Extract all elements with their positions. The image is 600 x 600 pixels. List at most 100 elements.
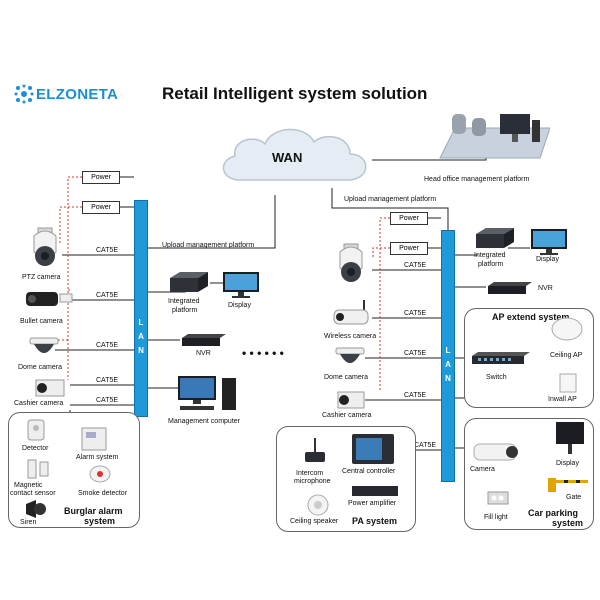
left-cable-label-2: CAT5E [96, 292, 119, 299]
integrated-platform-right-label-1: Integrated [474, 252, 506, 259]
left-cable-label-5: CAT5E [96, 397, 119, 404]
left-lan-letter-n: N [138, 346, 144, 355]
intercom-label-1: Intercom [296, 470, 324, 477]
upload-label-right: Upload management platform [344, 196, 437, 203]
central-controller-icon [352, 434, 394, 464]
detector-label: Detector [22, 445, 49, 452]
dome-camera-right-label: Dome camera [324, 374, 368, 381]
fill-light-icon [487, 491, 509, 505]
right-cable-label-3: CAT5E [404, 350, 427, 357]
ptz-camera-right-icon [339, 243, 363, 282]
right-lan-letter-a: A [445, 360, 451, 369]
right-lan-bar [441, 230, 455, 482]
ptz-camera-icon [33, 227, 57, 266]
integrated-platform-label-1: Integrated [168, 298, 200, 305]
parking-camera-label: Camera [470, 466, 495, 473]
dome-camera-right-icon [335, 347, 365, 363]
intercom-label-2: microphone [294, 478, 331, 485]
switch-label: Switch [486, 374, 507, 381]
left-cable-label-1: CAT5E [96, 247, 119, 254]
dome-camera-label: Dome camera [18, 364, 62, 371]
parking-camera-icon [473, 443, 518, 461]
display-right-label: Display [536, 256, 559, 263]
ap-extend-title: AP extend system [492, 312, 570, 322]
inwall-ap-icon [559, 373, 577, 393]
right-cable-label-5: CAT5E [414, 442, 437, 449]
magnetic-sensor-icon [27, 459, 49, 479]
integrated-platform-right-icon [476, 228, 514, 248]
nvr-icon [182, 334, 226, 346]
display-monitor-icon [223, 272, 259, 298]
cashier-camera-right-icon [337, 391, 365, 409]
nvr-label: NVR [196, 350, 211, 357]
right-lan-letter-l: L [445, 346, 451, 355]
ceiling-ap-icon [551, 317, 583, 341]
left-lan-letter-l: L [138, 318, 144, 327]
parking-display-icon [556, 422, 584, 454]
intercom-microphone-icon [305, 438, 325, 462]
display-label: Display [228, 302, 251, 309]
right-cable-label-1: CAT5E [404, 262, 427, 269]
burglar-title-1: Burglar alarm [64, 506, 123, 516]
left-power-box-1: Power [82, 171, 120, 184]
nvr-right-icon [488, 282, 532, 294]
management-computer-icon [178, 376, 236, 410]
right-lan-letter-n: N [445, 374, 451, 383]
ceiling-speaker-label: Ceiling speaker [290, 518, 339, 525]
detector-icon [27, 419, 45, 441]
bullet-camera-icon [26, 292, 73, 306]
left-power-box-2: Power [82, 201, 120, 214]
integrated-platform-right-label-2: platform [478, 261, 504, 268]
management-computer-label: Management computer [168, 418, 240, 425]
left-cable-label-3: CAT5E [96, 342, 119, 349]
ellipsis-dots: • • • • • • [242, 346, 284, 360]
smoke-detector-icon [89, 465, 111, 483]
integrated-platform-label-2: platform [172, 307, 198, 314]
brand-logo-icon [14, 84, 34, 104]
upload-label-left: Upload management platform [162, 242, 255, 249]
cashier-camera-right-label: Cashier camera [322, 412, 372, 419]
left-cable-label-4: CAT5E [96, 377, 119, 384]
wan-cloud-icon [222, 128, 367, 181]
parking-title-2: system [552, 518, 584, 528]
integrated-platform-icon [170, 272, 208, 292]
alarm-system-icon [81, 427, 107, 451]
wireless-camera-icon [333, 300, 369, 325]
head-office-icon [439, 114, 550, 159]
ptz-camera-label: PTZ camera [22, 274, 61, 281]
siren-icon [26, 500, 46, 518]
ceiling-ap-label: Ceiling AP [550, 352, 583, 359]
ceiling-speaker-icon [307, 494, 329, 516]
central-controller-label: Central controller [342, 468, 396, 475]
magnetic-sensor-label-1: Magnetic [14, 482, 43, 489]
power-amplifier-label: Power amplifier [348, 500, 397, 507]
nvr-right-label: NVR [538, 285, 553, 292]
cashier-camera-label: Cashier camera [14, 400, 64, 407]
magnetic-sensor-label-2: contact sensor [10, 490, 56, 497]
bullet-camera-label: Bullet camera [20, 318, 63, 325]
head-office-label: Head office management platform [424, 176, 530, 183]
siren-label: Siren [20, 519, 37, 526]
parking-title-1: Car parking [528, 508, 579, 518]
right-power-box-2: Power [390, 242, 428, 255]
wireless-camera-label: Wireless camera [324, 333, 377, 340]
parking-display-label: Display [556, 460, 579, 467]
left-lan-letter-a: A [138, 332, 144, 341]
burglar-title-2: system [84, 516, 116, 526]
right-cable-label-2: CAT5E [404, 310, 427, 317]
fill-light-label: Fill light [484, 514, 508, 521]
left-lan-bar [134, 200, 148, 417]
pa-title: PA system [352, 516, 398, 526]
wan-label: WAN [272, 150, 303, 165]
power-amplifier-icon [352, 486, 398, 496]
dome-camera-icon [29, 337, 59, 353]
display-right-icon [531, 229, 567, 255]
pa-system-panel [276, 426, 416, 532]
right-cable-label-4: CAT5E [404, 392, 427, 399]
smoke-detector-label: Smoke detector [78, 490, 128, 497]
gate-barrier-icon [548, 478, 588, 492]
page-title: Retail Intelligent system solution [162, 84, 428, 103]
brand-name: ELZONETA [36, 86, 119, 103]
cashier-camera-icon [35, 379, 65, 397]
